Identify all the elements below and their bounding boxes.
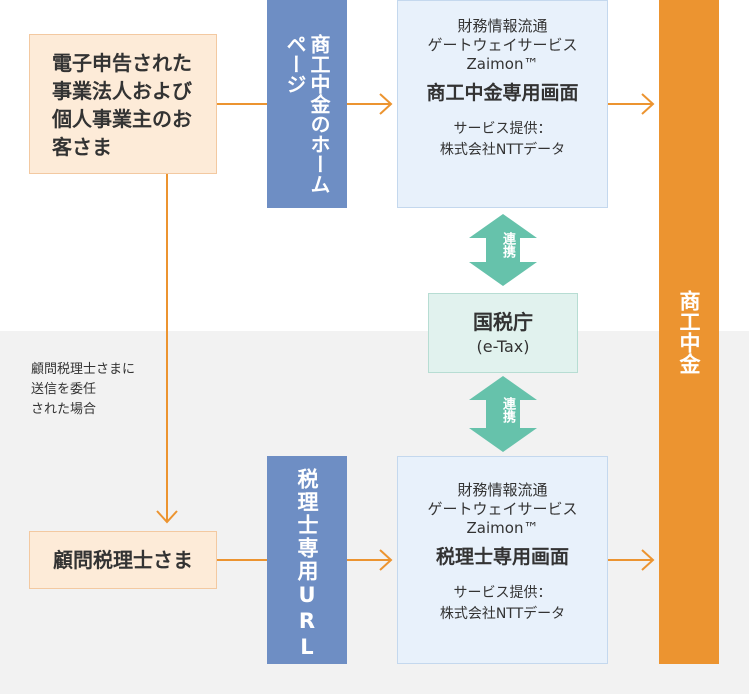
service-line: Zaimon™: [466, 519, 539, 537]
note-line: 送信を委任: [31, 382, 97, 397]
customer-line: 客さま: [52, 135, 112, 159]
delegation-note: 顧問税理士さまに 送信を委任 された場合: [31, 360, 135, 420]
service-provider-name: 株式会社NTTデータ: [439, 142, 566, 158]
shoko-chukin-bar: 商工中金: [659, 0, 719, 664]
homepage-label: 商工中金のホームページ: [283, 34, 331, 194]
service-box-tax-accountant: 財務情報流通 ゲートウェイサービス Zaimon™ 税理士専用画面 サービス提供…: [397, 456, 608, 664]
advisor-label: 顧問税理士さま: [53, 548, 193, 572]
customer-line: 電子申告された: [52, 51, 192, 75]
service-provider: サービス提供： 株式会社NTTデータ: [398, 583, 607, 625]
link-arrow-bottom: [469, 376, 537, 452]
note-line: された場合: [31, 402, 97, 417]
link-label-bottom: 連携: [500, 397, 515, 423]
arrowhead-home-service: [379, 93, 393, 115]
service-provider-name: 株式会社NTTデータ: [439, 606, 566, 622]
service-title: 税理士専用画面: [435, 546, 569, 568]
service-line: ゲートウェイサービス: [427, 36, 578, 54]
service-provider-label: サービス提供：: [453, 585, 552, 601]
customer-box: 電子申告された 事業法人および 個人事業主のお 客さま: [29, 34, 217, 174]
tax-accountant-url-label: 税理士専用URL: [295, 468, 319, 661]
service-line: 財務情報流通: [457, 17, 548, 35]
nta-sub: (e-Tax): [476, 337, 530, 356]
advisor-box: 顧問税理士さま: [29, 531, 217, 589]
service-line: 財務情報流通: [457, 481, 548, 499]
tax-accountant-url-bar: 税理士専用URL: [267, 456, 347, 664]
service-provider: サービス提供： 株式会社NTTデータ: [398, 119, 607, 161]
service-title: 商工中金専用画面: [426, 82, 579, 104]
homepage-bar: 商工中金のホームページ: [267, 0, 347, 208]
arrowhead-service2-shoko: [641, 549, 655, 571]
shoko-chukin-label: 商工中金: [677, 290, 701, 374]
customer-line: 個人事業主のお: [52, 107, 192, 131]
arrowhead-service-shoko: [641, 93, 655, 115]
lower-section-background: [0, 331, 749, 694]
arrowhead-customer-advisor: [156, 510, 178, 524]
service-line: Zaimon™: [466, 55, 539, 73]
arrowhead-url-service: [379, 549, 393, 571]
nta-box: 国税庁 (e-Tax): [428, 293, 578, 373]
link-label-top: 連携: [500, 232, 515, 258]
service-provider-label: サービス提供：: [453, 121, 552, 137]
service-box-shoko: 財務情報流通 ゲートウェイサービス Zaimon™ 商工中金専用画面 サービス提…: [397, 0, 608, 208]
service-line: ゲートウェイサービス: [427, 500, 578, 518]
customer-line: 事業法人および: [52, 79, 192, 103]
nta-name: 国税庁: [473, 310, 533, 334]
note-line: 顧問税理士さまに: [31, 362, 136, 377]
link-arrow-top: [469, 214, 537, 286]
